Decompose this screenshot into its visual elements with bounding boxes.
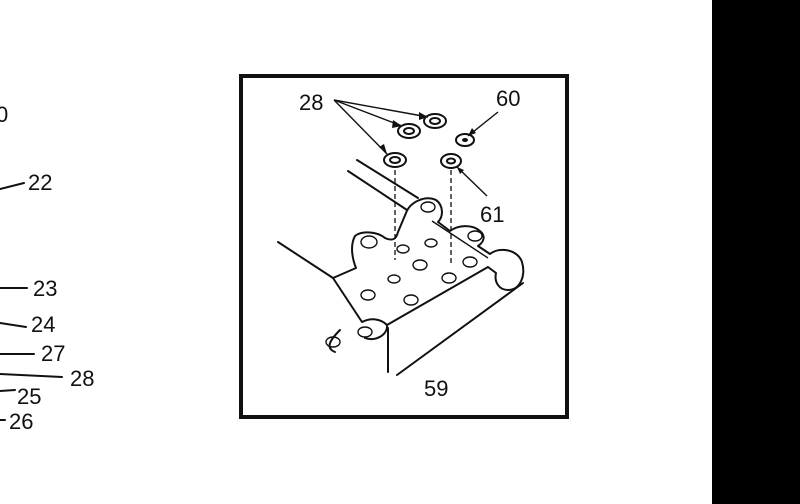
callout-25: 25 <box>17 384 41 409</box>
part-61 <box>440 153 462 169</box>
part-60 <box>455 133 475 147</box>
callout-24: 24 <box>31 312 55 337</box>
detail-frame <box>239 74 569 419</box>
callout-arrows <box>333 99 499 197</box>
leader-line-25 <box>0 389 16 392</box>
leader-line-28 <box>0 373 63 378</box>
callout-0: 0 <box>0 102 8 127</box>
label-part-60: 60 <box>496 86 520 111</box>
callout-22: 22 <box>28 170 52 195</box>
leader-line-22 <box>0 182 25 190</box>
callout-23: 23 <box>33 276 57 301</box>
leader-line-24 <box>0 322 27 328</box>
bracket-59 <box>277 159 525 376</box>
label-bracket-59: 59 <box>424 376 448 401</box>
left-callouts: 0 22 23 24 27 28 25 26 <box>0 102 94 434</box>
black-border-band <box>712 0 800 504</box>
washers <box>383 113 475 169</box>
callout-27: 27 <box>41 341 65 366</box>
detail-view: 28 60 61 59 <box>239 74 569 419</box>
callout-28: 28 <box>70 366 94 391</box>
label-washers-28: 28 <box>299 90 323 115</box>
label-part-61: 61 <box>480 202 504 227</box>
callout-26: 26 <box>9 409 33 434</box>
